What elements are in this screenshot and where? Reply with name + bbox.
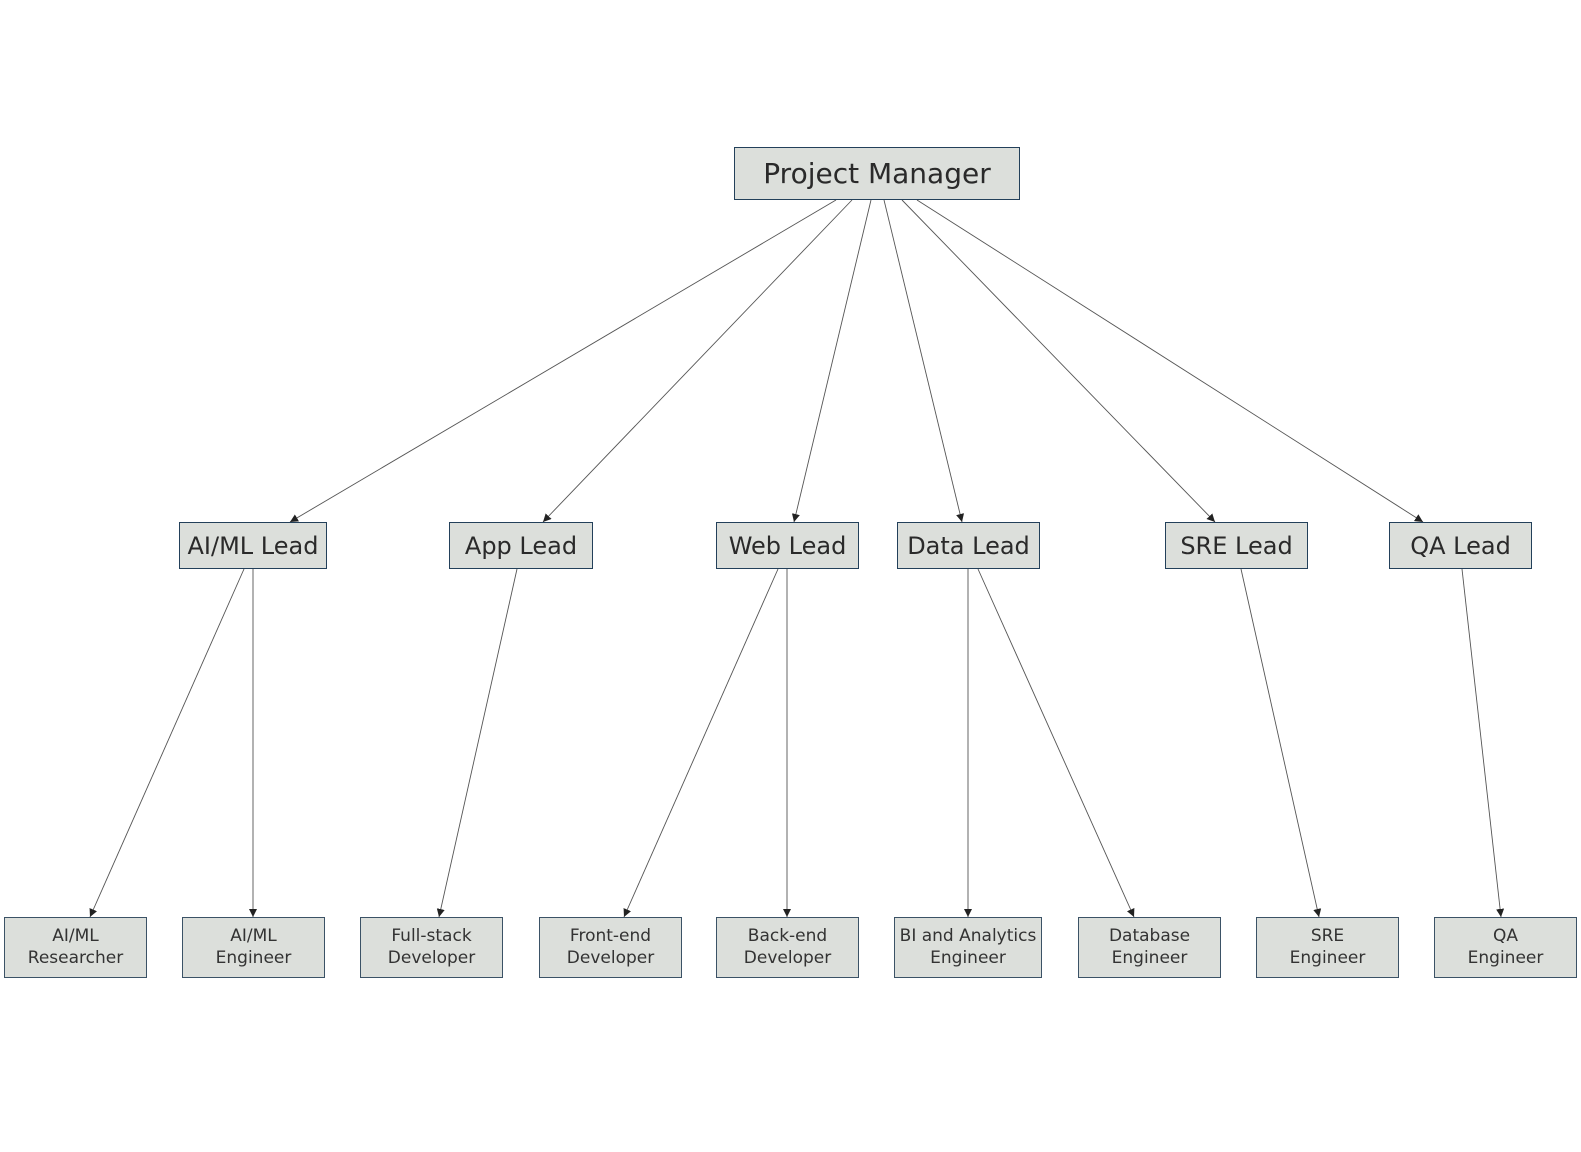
node-app-lead: App Lead [449,522,593,569]
node-label-line-1: BI and Analytics [899,926,1037,947]
node-label-line-2: Developer [743,947,832,968]
edge-aiml-r1 [89,568,245,918]
node-label-line-2: Engineer [1467,947,1544,968]
node-qa-lead: QA Lead [1389,522,1532,569]
node-database-engineer: Database Engineer [1078,917,1221,978]
edge-app-r3 [436,568,518,918]
node-backend-developer: Back-end Developer [716,917,859,978]
node-label: Data Lead [907,531,1030,560]
node-label-line-2: Engineer [1289,947,1366,968]
edge-qa-r9 [1461,568,1505,918]
node-bi-analytics-engineer: BI and Analytics Engineer [894,917,1042,978]
edge-data-r7 [977,568,1135,918]
node-qa-engineer: QA Engineer [1434,917,1577,978]
edge-pm-sre [901,199,1216,523]
node-label-line-1: QA [1492,926,1518,947]
node-frontend-developer: Front-end Developer [539,917,682,978]
node-label-line-1: Front-end [569,926,652,947]
node-label-line-2: Developer [387,947,476,968]
node-label: AI/ML Lead [187,531,319,560]
node-aiml-lead: AI/ML Lead [179,522,327,569]
node-label-line-2: Researcher [27,947,124,968]
edge-pm-data [883,199,965,523]
node-label-line-1: Full-stack [391,926,472,947]
node-label: Project Manager [763,157,991,190]
edge-pm-app [542,199,853,523]
node-label-line-2: Developer [566,947,655,968]
edge-pm-aiml [289,199,837,523]
node-label-line-1: AI/ML [52,926,99,947]
node-label: App Lead [464,531,578,560]
edge-pm-web [791,199,872,523]
node-data-lead: Data Lead [897,522,1040,569]
node-sre-lead: SRE Lead [1165,522,1308,569]
node-label: Web Lead [728,531,847,560]
node-label-line-1: SRE [1310,926,1345,947]
node-label: QA Lead [1410,531,1511,560]
node-label-line-1: AI/ML [230,926,277,947]
node-label-line-2: Engineer [1111,947,1188,968]
node-sre-engineer: SRE Engineer [1256,917,1399,978]
edge-pm-qa [916,199,1424,523]
node-web-lead: Web Lead [716,522,859,569]
node-label-line-2: Engineer [215,947,292,968]
node-fullstack-developer: Full-stack Developer [360,917,503,978]
node-label: SRE Lead [1180,531,1293,560]
node-label-line-1: Database [1108,926,1191,947]
edge-web-r4 [623,568,779,918]
node-aiml-researcher: AI/ML Researcher [4,917,147,978]
edge-sre-r8 [1240,568,1322,918]
node-label-line-1: Back-end [747,926,828,947]
node-label-line-2: Engineer [930,947,1006,968]
node-aiml-engineer: AI/ML Engineer [182,917,325,978]
node-project-manager: Project Manager [734,147,1020,200]
